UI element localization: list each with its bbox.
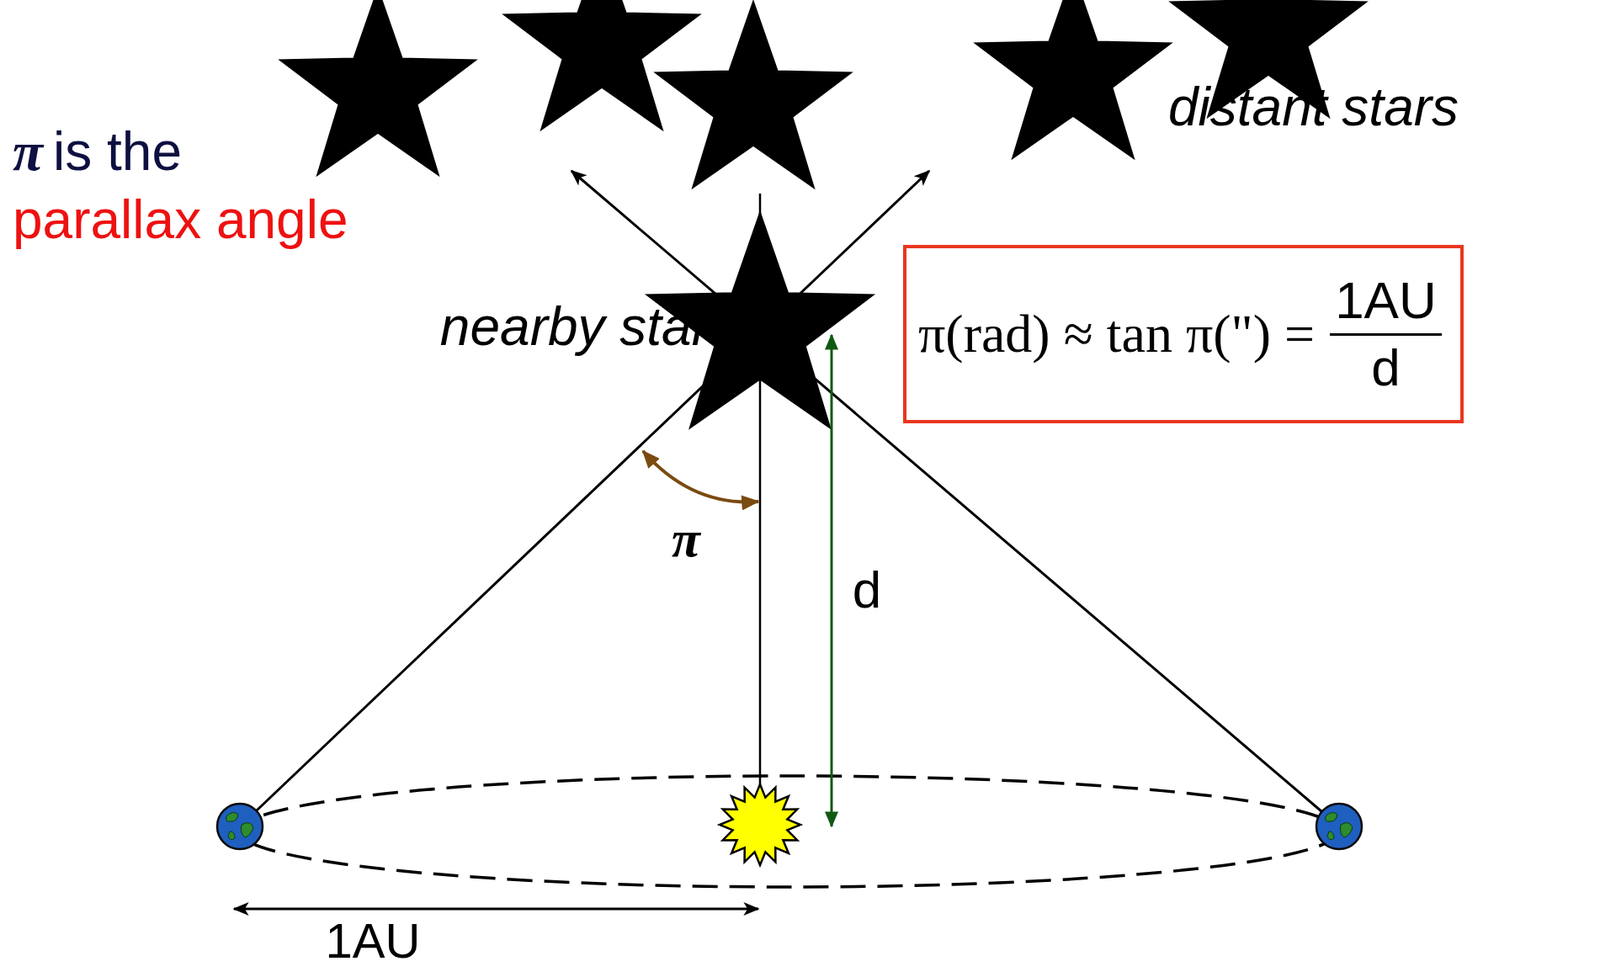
angle-arc (643, 451, 759, 503)
earth-symbol (1316, 803, 1362, 850)
distance-arrow (830, 334, 834, 827)
dimension-label: 1AU (325, 912, 421, 969)
fraction-bar (1329, 333, 1442, 336)
sight-line (239, 170, 930, 827)
distant-star (1247, 11, 1289, 52)
symbol-label: π (12, 119, 43, 184)
distant-star (580, 24, 622, 64)
distant-star (356, 69, 399, 110)
part-label: nearby star (440, 295, 710, 358)
nearby-star (735, 306, 784, 352)
formula-box: π(rad) ≈ tan π(") =1AU d (903, 244, 1464, 424)
orbit-ellipse (239, 776, 1339, 888)
au-arrow (233, 908, 759, 911)
fraction: 1AU d (1329, 271, 1442, 396)
sun-symbol (719, 784, 801, 866)
denominator: d (1329, 339, 1442, 397)
dimension-label: d (852, 559, 882, 620)
note-text: is the (53, 120, 182, 183)
angle-label: π (671, 509, 701, 569)
earth-symbol (217, 803, 263, 850)
numerator: 1AU (1329, 271, 1442, 330)
distant-star (732, 82, 774, 123)
note-text: parallax angle (12, 188, 349, 251)
sun-layer (719, 784, 801, 866)
formula-text: π(rad) ≈ tan π(") = (918, 302, 1315, 366)
distant-star (1052, 53, 1094, 93)
part-label: distant stars (1168, 75, 1459, 139)
